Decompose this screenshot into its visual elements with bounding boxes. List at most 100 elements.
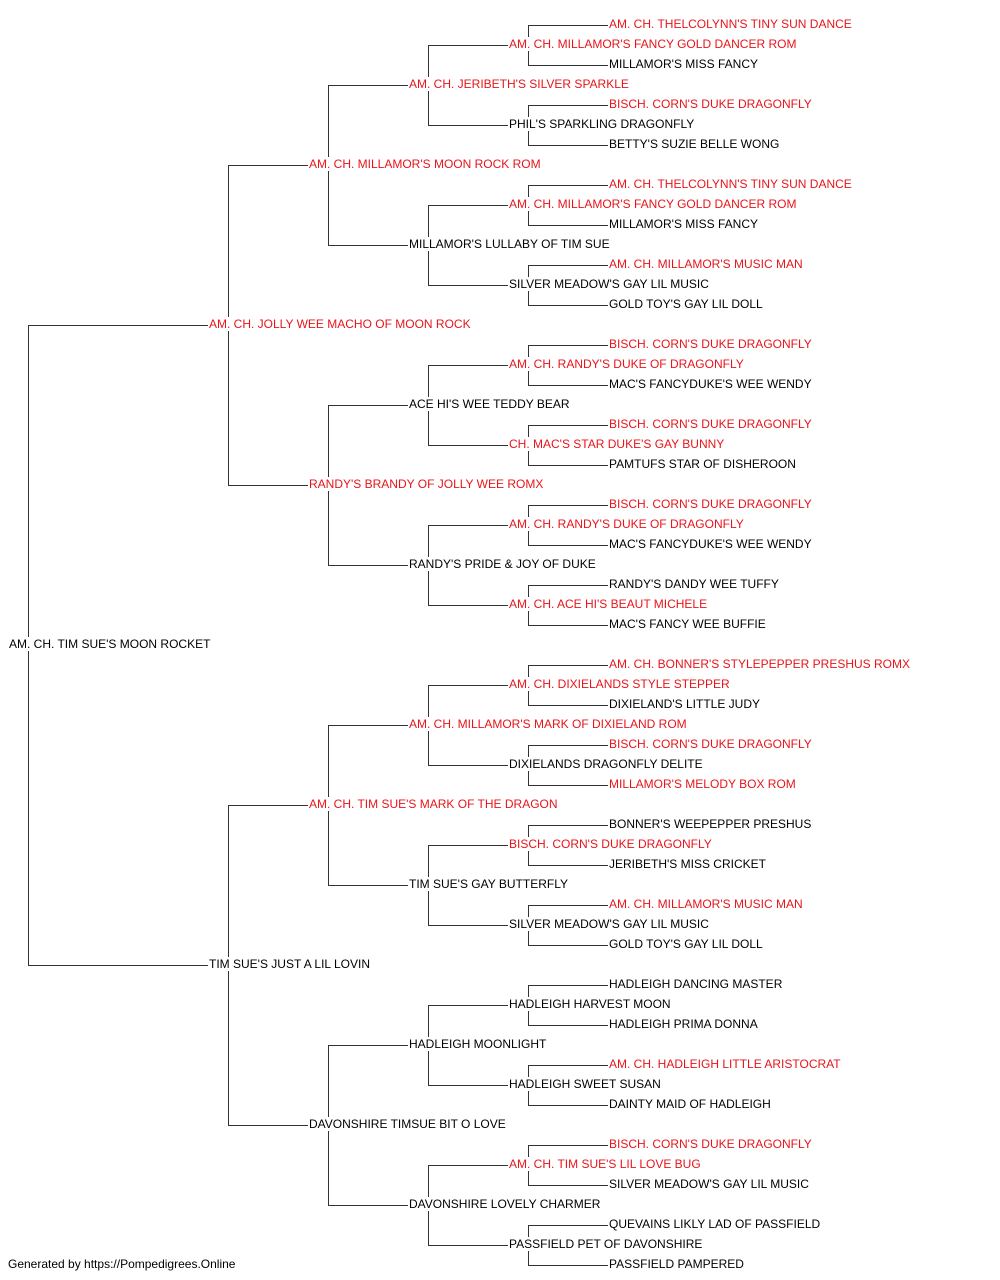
ancestor-name: MILLAMOR'S MISS FANCY bbox=[608, 217, 759, 231]
connector-line bbox=[428, 205, 508, 206]
ancestor-name: AM. CH. THELCOLYNN'S TINY SUN DANCE bbox=[608, 17, 853, 31]
ancestor-name: RANDY'S DANDY WEE TUFFY bbox=[608, 577, 780, 591]
connector-line bbox=[528, 385, 608, 386]
ancestor-name: MILLAMOR'S MELODY BOX ROM bbox=[608, 777, 797, 791]
connector-line bbox=[528, 145, 608, 146]
connector-line bbox=[428, 685, 508, 686]
connector-line bbox=[428, 605, 508, 606]
ancestor-name: QUEVAINS LIKLY LAD OF PASSFIELD bbox=[608, 1217, 822, 1231]
connector-line bbox=[528, 665, 608, 666]
ancestor-name: AM. CH. TIM SUE'S MARK OF THE DRAGON bbox=[308, 797, 559, 811]
ancestor-name: PASSFIELD PAMPERED bbox=[608, 1257, 745, 1271]
ancestor-name: AM. CH. RANDY'S DUKE OF DRAGONFLY bbox=[508, 357, 745, 371]
ancestor-name: DAINTY MAID OF HADLEIGH bbox=[608, 1097, 772, 1111]
ancestor-name: AM. CH. ACE HI'S BEAUT MICHELE bbox=[508, 597, 709, 611]
ancestor-name: AM. CH. THELCOLYNN'S TINY SUN DANCE bbox=[608, 177, 853, 191]
connector-line bbox=[528, 345, 608, 346]
connector-line bbox=[428, 365, 508, 366]
connector-line bbox=[228, 165, 308, 166]
connector-line bbox=[328, 405, 408, 406]
connector-line bbox=[528, 865, 608, 866]
connector-line bbox=[328, 1205, 408, 1206]
connector-line bbox=[528, 1145, 608, 1146]
connector-line bbox=[28, 325, 208, 326]
ancestor-name: TIM SUE'S GAY BUTTERFLY bbox=[408, 877, 569, 891]
connector-line bbox=[528, 625, 608, 626]
ancestor-name: BISCH. CORN'S DUKE DRAGONFLY bbox=[608, 97, 813, 111]
connector-line bbox=[528, 1225, 608, 1226]
connector-line bbox=[528, 265, 608, 266]
footer-credit: Generated by https://Pompedigrees.Online bbox=[8, 1257, 236, 1271]
ancestor-name: BISCH. CORN'S DUKE DRAGONFLY bbox=[608, 337, 813, 351]
ancestor-name: DIXIELANDS DRAGONFLY DELITE bbox=[508, 757, 704, 771]
connector-line bbox=[228, 485, 308, 486]
connector-line bbox=[428, 845, 508, 846]
ancestor-name: HADLEIGH HARVEST MOON bbox=[508, 997, 672, 1011]
connector-line bbox=[528, 425, 608, 426]
ancestor-name: TIM SUE'S JUST A LIL LOVIN bbox=[208, 957, 372, 971]
connector-line bbox=[528, 1185, 608, 1186]
ancestor-name: MILLAMOR'S LULLABY OF TIM SUE bbox=[408, 237, 611, 251]
connector-line bbox=[328, 245, 408, 246]
ancestor-name: MAC'S FANCYDUKE'S WEE WENDY bbox=[608, 377, 813, 391]
connector-line bbox=[328, 725, 408, 726]
connector-line bbox=[328, 565, 408, 566]
ancestor-name: AM. CH. MILLAMOR'S FANCY GOLD DANCER ROM bbox=[508, 37, 798, 51]
connector-line bbox=[28, 965, 208, 966]
ancestor-name: RANDY'S PRIDE & JOY OF DUKE bbox=[408, 557, 597, 571]
ancestor-name: MILLAMOR'S MISS FANCY bbox=[608, 57, 759, 71]
connector-line bbox=[228, 805, 308, 806]
connector-line bbox=[428, 1245, 508, 1246]
connector-line bbox=[528, 1105, 608, 1106]
connector-line bbox=[528, 65, 608, 66]
connector-line bbox=[428, 765, 508, 766]
ancestor-name: MAC'S FANCYDUKE'S WEE WENDY bbox=[608, 537, 813, 551]
ancestor-name: HADLEIGH DANCING MASTER bbox=[608, 977, 784, 991]
ancestor-name: AM. CH. RANDY'S DUKE OF DRAGONFLY bbox=[508, 517, 745, 531]
connector-line bbox=[528, 505, 608, 506]
connector-line bbox=[528, 185, 608, 186]
connector-line bbox=[428, 1085, 508, 1086]
ancestor-name: PASSFIELD PET OF DAVONSHIRE bbox=[508, 1237, 704, 1251]
ancestor-name: AM. CH. BONNER'S STYLEPEPPER PRESHUS ROM… bbox=[608, 657, 912, 671]
connector-line bbox=[528, 945, 608, 946]
ancestor-name: HADLEIGH SWEET SUSAN bbox=[508, 1077, 662, 1091]
ancestor-name: BETTY'S SUZIE BELLE WONG bbox=[608, 137, 781, 151]
connector-line bbox=[528, 25, 608, 26]
ancestor-name: RANDY'S BRANDY OF JOLLY WEE ROMX bbox=[308, 477, 545, 491]
connector-line bbox=[528, 545, 608, 546]
ancestor-name: CH. MAC'S STAR DUKE'S GAY BUNNY bbox=[508, 437, 726, 451]
ancestor-name: SILVER MEADOW'S GAY LIL MUSIC bbox=[508, 917, 710, 931]
ancestor-name: HADLEIGH MOONLIGHT bbox=[408, 1037, 548, 1051]
ancestor-name: BISCH. CORN'S DUKE DRAGONFLY bbox=[508, 837, 713, 851]
ancestor-name: SILVER MEADOW'S GAY LIL MUSIC bbox=[508, 277, 710, 291]
connector-line bbox=[428, 525, 508, 526]
connector-line bbox=[528, 585, 608, 586]
connector-line bbox=[428, 125, 508, 126]
subject-dog-name: AM. CH. TIM SUE'S MOON ROCKET bbox=[8, 637, 212, 651]
connector-line bbox=[528, 985, 608, 986]
ancestor-name: ACE HI'S WEE TEDDY BEAR bbox=[408, 397, 571, 411]
connector-line bbox=[528, 785, 608, 786]
ancestor-name: BISCH. CORN'S DUKE DRAGONFLY bbox=[608, 417, 813, 431]
ancestor-name: AM. CH. TIM SUE'S LIL LOVE BUG bbox=[508, 1157, 702, 1171]
connector-line bbox=[428, 1005, 508, 1006]
connector-line bbox=[428, 285, 508, 286]
ancestor-name: AM. CH. MILLAMOR'S FANCY GOLD DANCER ROM bbox=[508, 197, 798, 211]
ancestor-name: DIXIELAND'S LITTLE JUDY bbox=[608, 697, 761, 711]
ancestor-name: AM. CH. JOLLY WEE MACHO OF MOON ROCK bbox=[208, 317, 472, 331]
ancestor-name: AM. CH. HADLEIGH LITTLE ARISTOCRAT bbox=[608, 1057, 842, 1071]
ancestor-name: PHIL'S SPARKLING DRAGONFLY bbox=[508, 117, 696, 131]
ancestor-name: SILVER MEADOW'S GAY LIL MUSIC bbox=[608, 1177, 810, 1191]
connector-line bbox=[528, 465, 608, 466]
ancestor-name: AM. CH. MILLAMOR'S MOON ROCK ROM bbox=[308, 157, 542, 171]
ancestor-name: HADLEIGH PRIMA DONNA bbox=[608, 1017, 759, 1031]
ancestor-name: DAVONSHIRE LOVELY CHARMER bbox=[408, 1197, 602, 1211]
ancestor-name: MAC'S FANCY WEE BUFFIE bbox=[608, 617, 767, 631]
connector-line bbox=[528, 1025, 608, 1026]
connector-line bbox=[528, 745, 608, 746]
ancestor-name: PAMTUFS STAR OF DISHEROON bbox=[608, 457, 797, 471]
connector-line bbox=[228, 1125, 308, 1126]
connector-line bbox=[528, 705, 608, 706]
